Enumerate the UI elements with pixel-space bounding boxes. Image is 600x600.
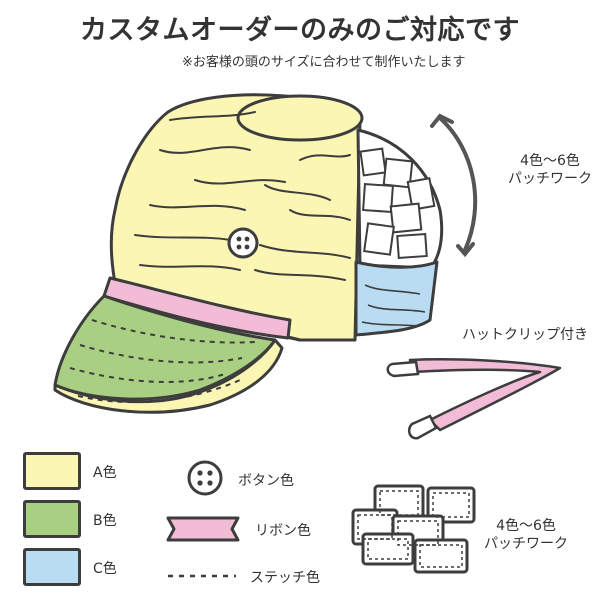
- legend-patchwork-stitches: [357, 490, 470, 568]
- legend-swatch-c: [23, 548, 81, 586]
- back-band: [354, 260, 439, 337]
- hat-clip-illustration: [386, 358, 562, 440]
- legend-label-stitch: ステッチ色: [250, 570, 320, 586]
- legend-label-a: A色: [93, 465, 117, 481]
- legend-ribbon-icon: [166, 516, 240, 542]
- patch-squares: [359, 147, 436, 260]
- crown-gathers: [134, 111, 351, 281]
- sizing-note: ※お客様の頭のサイズに合わせて制作いたします: [182, 55, 466, 70]
- hat-top: [236, 94, 364, 142]
- legend-label-patchwork: 4色～6色 パッチワーク: [484, 518, 568, 553]
- brim-top: [53, 294, 277, 401]
- button-icon: [227, 227, 259, 259]
- legend-patchwork-icon: [351, 484, 476, 574]
- callout-patchwork: 4色～6色 パッチワーク: [508, 153, 592, 188]
- legend-swatch-b: [23, 500, 81, 538]
- legend-label-ribbon: リボン色: [255, 523, 311, 539]
- brim-underside: [53, 338, 284, 414]
- legend-label-button: ボタン色: [238, 473, 294, 489]
- legend-patchwork-line2: パッチワーク: [484, 535, 568, 552]
- page-title: カスタムオーダーのみのご対応です: [80, 15, 520, 46]
- brim-stitch-lines: [69, 319, 256, 383]
- adjust-arrow: [430, 113, 478, 258]
- legend-label-c: C色: [93, 561, 117, 577]
- legend-button-icon: [187, 460, 223, 496]
- legend-label-b: B色: [93, 513, 117, 529]
- legend-swatch-a: [23, 452, 81, 490]
- callout-patchwork-line2: パッチワーク: [508, 170, 592, 187]
- callout-patchwork-line1: 4色～6色: [520, 153, 580, 169]
- callout-hat-clip: ハットクリップ付き: [462, 327, 588, 343]
- back-band-gathers: [361, 284, 426, 327]
- legend-patchwork-line1: 4色～6色: [496, 518, 556, 534]
